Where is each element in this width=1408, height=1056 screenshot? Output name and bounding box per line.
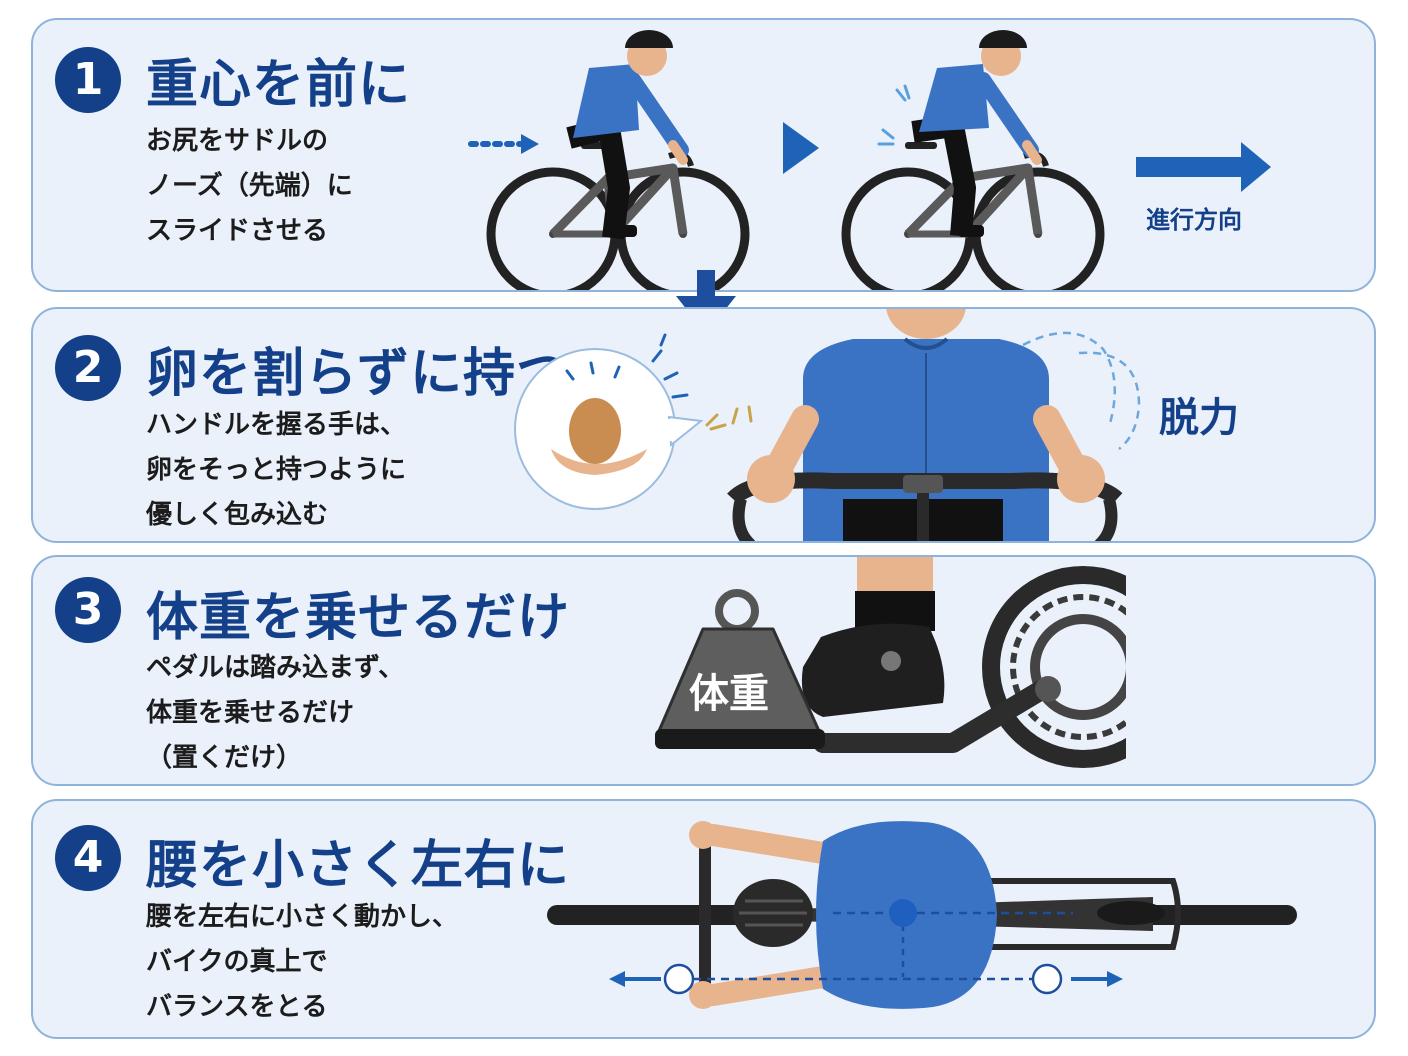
relax-label: 脱力	[1159, 395, 1239, 441]
step-2-line: 優しく包み込む	[146, 500, 329, 530]
right-arrow-icon	[1071, 971, 1123, 987]
step-2-line: ハンドルを握る手は、	[146, 410, 407, 440]
shoe-icon	[801, 623, 945, 717]
step-3-line: ペダルは踏み込まず、	[146, 653, 405, 683]
step-1-line: ノーズ（先端）に	[146, 171, 353, 201]
relax-motion-icon	[1022, 331, 1141, 450]
step-2-panel: 2 卵を割らずに持つ ハンドルを握る手は、 卵をそっと持つように 優しく包み込む	[31, 307, 1376, 543]
step-4-number: 4	[55, 825, 121, 891]
balance-guide-icon	[679, 911, 1073, 981]
step-1-line: スライドさせる	[146, 216, 329, 246]
step-4-description: 腰を左右に小さく動かし、 バイクの真上で バランスをとる	[146, 895, 458, 1030]
step-3-description: ペダルは踏み込まず、 体重を乗せるだけ （置くだけ）	[146, 646, 404, 781]
step-4-title: 腰を小さく左右に	[146, 836, 571, 896]
rider-topview-icon	[689, 821, 997, 1009]
slide-arrow-icon	[468, 134, 539, 154]
step-1-title: 重心を前に	[146, 55, 412, 115]
weight-icon	[655, 589, 825, 749]
step-3-line: 体重を乗せるだけ	[146, 698, 355, 728]
cyclist-after-icon	[841, 30, 1105, 290]
step-2-title: 卵を割らずに持つ	[146, 344, 569, 404]
egg-icon	[569, 398, 621, 464]
rider-leg-icon	[801, 557, 945, 717]
step-1-panel: 1 重心を前に お尻をサドルの ノーズ（先端）に スライドさせる	[31, 18, 1376, 292]
left-position-icon	[663, 963, 695, 995]
step-4-line: バランスをとる	[146, 992, 328, 1022]
step-1-line: お尻をサドルの	[146, 126, 329, 156]
cyclist-before-icon	[486, 30, 750, 290]
step-3-panel: 3 体重を乗せるだけ ペダルは踏み込まず、 体重を乗せるだけ （置くだけ）	[31, 555, 1376, 786]
weight-label: 体重	[689, 671, 769, 717]
step-2-illustration	[514, 309, 1141, 541]
transition-arrow-icon	[783, 122, 819, 174]
step-3-title: 体重を乗せるだけ	[146, 588, 571, 648]
step-4-panel: 4 腰を小さく左右に 腰を左右に小さく動かし、 バイクの真上で バランスをとる	[31, 799, 1376, 1039]
direction-label: 進行方向	[1146, 206, 1242, 234]
step-2-description: ハンドルを握る手は、 卵をそっと持つように 優しく包み込む	[146, 403, 406, 538]
center-of-mass-icon	[889, 899, 917, 927]
right-position-icon	[1031, 963, 1063, 995]
step-4-line: バイクの真上で	[146, 947, 328, 977]
step-4-illustration	[547, 821, 1297, 1009]
step-2-line: 卵をそっと持つように	[146, 455, 407, 485]
palm-icon	[551, 449, 647, 475]
egg-bubble	[514, 333, 704, 510]
step-1-number: 1	[55, 47, 121, 113]
step-2-number: 2	[55, 335, 121, 401]
left-arrow-icon	[609, 971, 661, 987]
step-3-illustration	[655, 557, 1374, 784]
step-1-illustration	[468, 30, 1271, 290]
direction-arrow-icon	[1136, 142, 1271, 192]
step-3-number: 3	[55, 577, 121, 643]
step-3-line: （置くだけ）	[146, 743, 303, 773]
step-4-line: 腰を左右に小さく動かし、	[146, 902, 459, 932]
step-1-description: お尻をサドルの ノーズ（先端）に スライドさせる	[146, 119, 353, 254]
rider-front-icon	[705, 309, 1123, 541]
